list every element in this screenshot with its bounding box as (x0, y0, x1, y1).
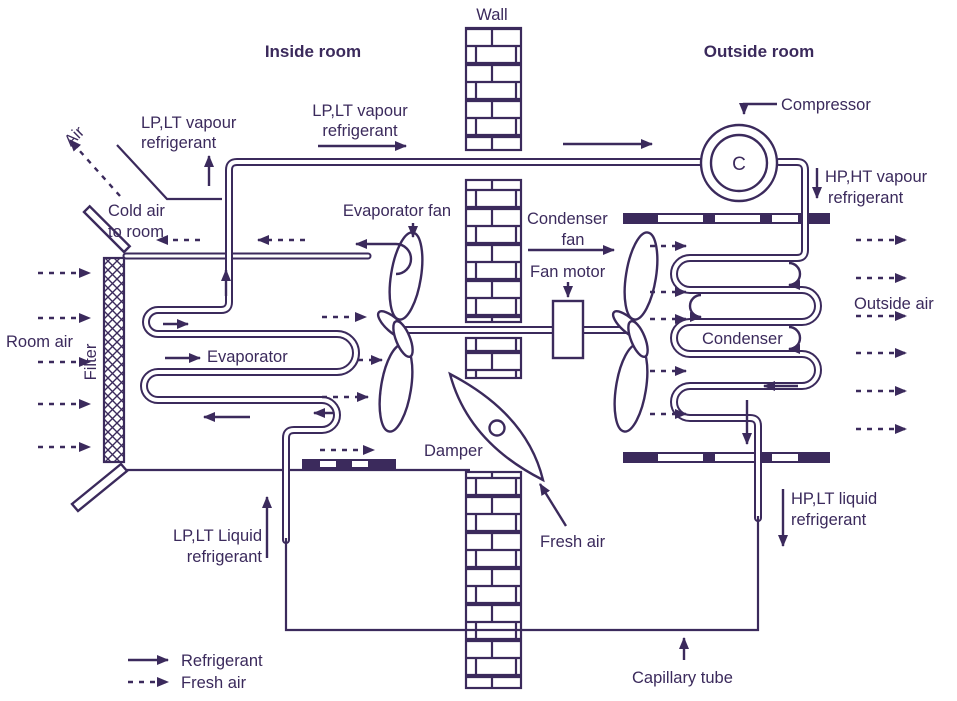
filter-label: Filter (82, 343, 100, 380)
evaporator-fan-label: Evaporator fan (343, 202, 451, 220)
hp-ht-vapour-label-2: refrigerant (828, 189, 904, 207)
cold-air-label-2: to room (108, 223, 164, 241)
lp-lt-vapour-left-label-1: LP,LT vapour (141, 114, 237, 132)
legend: Refrigerant Fresh air (128, 652, 263, 692)
condenser-fan-label-1: Condenser (527, 210, 608, 228)
condenser-label: Condenser (702, 330, 783, 348)
cold-air-outlet-duct (82, 144, 372, 260)
hp-ht-vapour-label-1: HP,HT vapour (825, 168, 928, 186)
lp-lt-vapour-top-label-1: LP,LT vapour (312, 102, 408, 120)
compressor: C (699, 123, 779, 203)
inside-room-title: Inside room (265, 42, 361, 61)
filter (102, 256, 126, 464)
evaporator-label: Evaporator (207, 348, 288, 366)
capillary-tube-label: Capillary tube (632, 669, 733, 687)
wall-label: Wall (476, 6, 507, 24)
louver-grille-top-right (623, 213, 830, 224)
lp-lt-vapour-top-label-2: refrigerant (322, 122, 398, 140)
damper-pivot (488, 419, 506, 437)
outside-air-label: Outside air (854, 295, 934, 313)
outlet-vane-bottom (70, 462, 129, 513)
lp-lt-vapour-left-label-2: refrigerant (141, 134, 217, 152)
wall (464, 26, 523, 690)
fan-motor (551, 299, 585, 360)
damper-label: Damper (424, 442, 483, 460)
outlet-vane-top (82, 204, 132, 254)
legend-refrigerant-label: Refrigerant (181, 652, 263, 670)
damper (448, 371, 545, 483)
condenser-fan (611, 231, 659, 433)
outside-room-title: Outside room (704, 42, 815, 61)
louver-grille-bottom-right (623, 452, 830, 463)
lp-lt-liquid-label-1: LP,LT Liquid (173, 527, 262, 545)
refrigerant-flow-arrows (163, 102, 822, 660)
cold-air-label-1: Cold air (108, 202, 165, 220)
condenser-fan-label-2: fan (562, 231, 585, 249)
legend-fresh-air-label: Fresh air (181, 674, 247, 692)
compressor-symbol: C (732, 154, 746, 175)
compressor-label: Compressor (781, 96, 871, 114)
fan-motor-label: Fan motor (530, 263, 606, 281)
air-flow-arrows (38, 139, 907, 455)
capillary-tube-line (284, 516, 760, 632)
louver-grille-bottom-left (302, 459, 396, 469)
evaporator-fan (376, 231, 424, 433)
fresh-air-label: Fresh air (540, 533, 606, 551)
lp-lt-liquid-label-2: refrigerant (187, 548, 263, 566)
hp-lt-liquid-label-1: HP,LT liquid (791, 490, 877, 508)
hp-lt-liquid-label-2: refrigerant (791, 511, 867, 529)
room-air-label: Room air (6, 333, 73, 351)
air-label: Air (61, 123, 88, 150)
suction-line-and-evaporator-coil (140, 158, 707, 544)
